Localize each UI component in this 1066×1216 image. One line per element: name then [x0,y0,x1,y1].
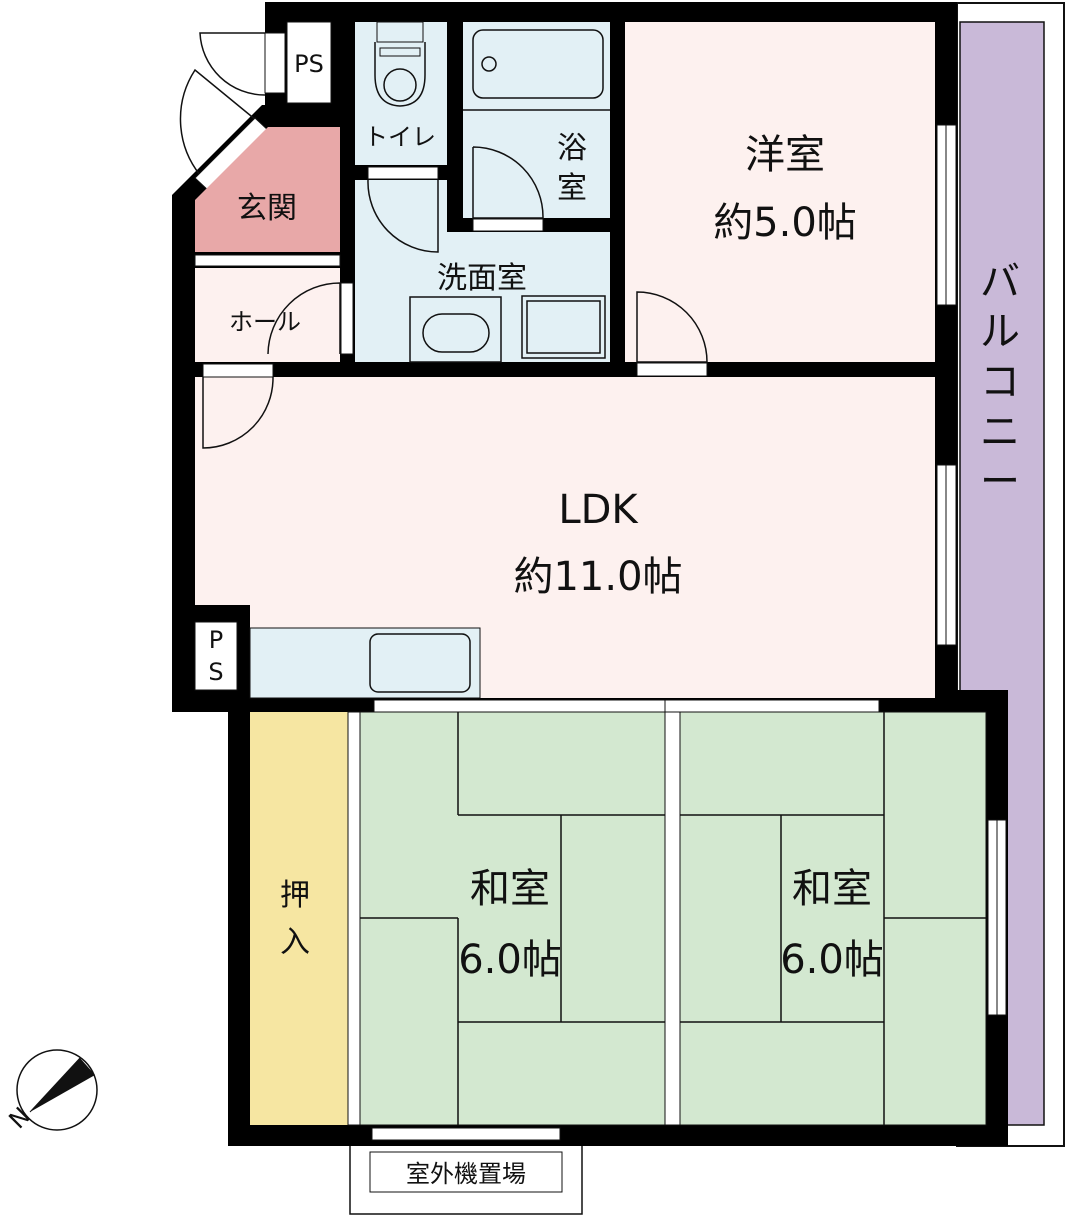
svg-text:コ: コ [980,359,1020,405]
japanese-room-1-name: 和室 [470,866,550,912]
toilet-icon [374,21,426,107]
bath-door [472,146,544,219]
washroom-label: 洗面室 [437,261,527,296]
balcony-label: バ ル コ ニ ー [980,259,1020,505]
entrance [195,127,340,252]
japanese-room-2-name: 和室 [792,866,872,912]
ldk-name: LDK [558,487,639,533]
western-room-name: 洋室 [745,132,825,178]
hall-label: ホール [229,308,301,336]
ps-top [286,21,332,104]
bath-label-2: 室 [557,171,587,206]
closet-label-1: 押 [280,878,310,913]
ldk-size: 約11.0帖 [513,554,682,600]
kitchen-sink-icon [369,633,471,693]
entrance-label: 玄関 [237,191,297,226]
washer-icon [521,295,606,359]
toilet [355,22,447,165]
outdoor-unit-label: 室外機置場 [406,1160,526,1188]
svg-text:バ: バ [980,259,1020,305]
svg-text:ニ: ニ [980,409,1020,455]
outdoor-unit-area [369,1151,563,1193]
toilet-door [367,166,439,180]
japanese-room-1 [359,711,666,1126]
closet-label-2: 入 [280,925,310,960]
closet [250,712,348,1125]
ps-ldk-label-2: S [208,658,223,686]
western-room [625,22,935,362]
ps-ldk-label-1: P [209,626,223,654]
sink-icon [409,296,502,363]
bath-label-1: 浴 [557,131,587,166]
hall [195,268,340,362]
compass-icon: N [3,1049,98,1134]
svg-text:ー: ー [980,459,1020,505]
svg-text:ル: ル [980,309,1020,355]
ps-top-label: PS [294,50,324,78]
japanese-room-2 [679,711,987,1126]
washroom [355,180,610,362]
bathtub-icon [472,29,604,99]
ps-ldk [194,621,238,691]
entrance-door [179,32,286,193]
japanese-room-2-size: 6.0帖 [780,937,884,983]
sliding-doors [373,699,880,713]
kitchen-counter [249,627,481,699]
western-room-size: 約5.0帖 [713,200,857,246]
toilet-label: トイレ [364,123,436,151]
western-door [636,291,708,363]
japanese-room-1-size: 6.0帖 [458,937,562,983]
